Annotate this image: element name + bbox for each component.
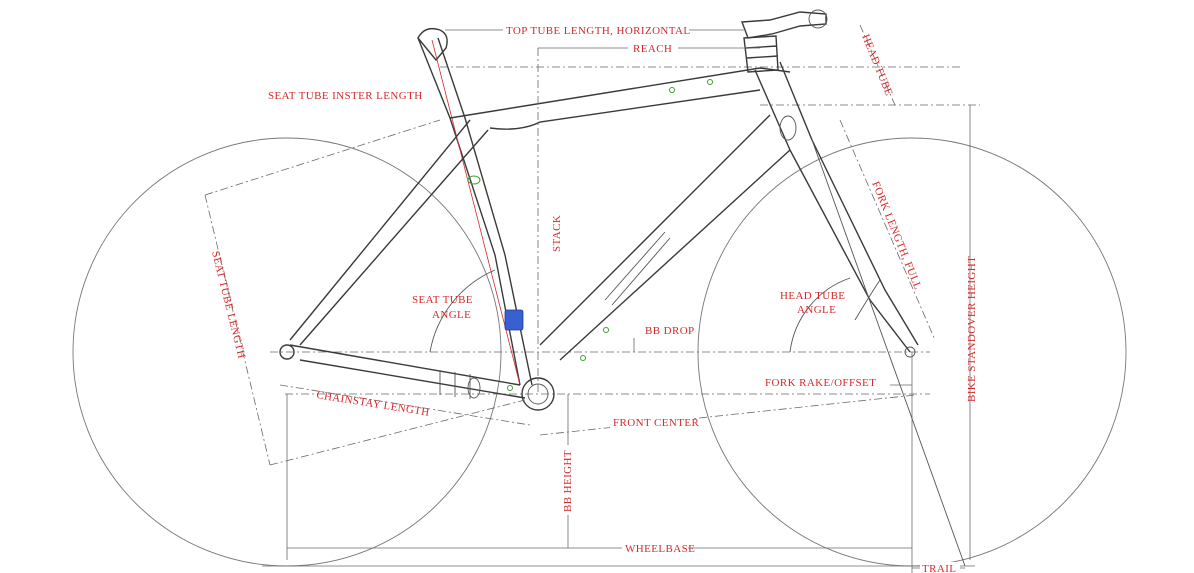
green-mark-4 — [580, 355, 586, 361]
label-reach: REACH — [633, 43, 672, 55]
chainstay-oval — [467, 377, 481, 399]
label-bike-standover-height: BIKE STANDOVER HEIGHT — [966, 256, 978, 402]
top-tube — [449, 67, 791, 119]
label-front-center: FRONT CENTER — [613, 417, 699, 429]
fork — [789, 139, 919, 353]
front-dropout — [904, 346, 916, 358]
label-bb-drop: BB DROP — [645, 325, 695, 337]
seat-tube-inner — [437, 37, 533, 386]
bottom-bracket — [521, 377, 555, 411]
dim-seat-tube — [204, 194, 271, 466]
rear-dropout — [279, 344, 295, 360]
label-wheelbase: WHEELBASE — [625, 543, 695, 555]
dim-chainstay — [279, 384, 531, 426]
top-tube-lower — [489, 89, 761, 130]
stem — [741, 11, 827, 39]
junction-box — [504, 309, 524, 331]
dim-front-center — [539, 394, 916, 436]
dim-seat-tube-top — [204, 119, 441, 196]
label-fork-rake-offset: FORK RAKE/OFFSET — [765, 377, 876, 389]
dim-fork-length — [839, 119, 936, 341]
seatpost-head — [417, 27, 448, 62]
green-mark-2 — [707, 79, 713, 85]
down-tube — [539, 114, 791, 361]
label-seat-tube-angle-1: SEAT TUBE — [412, 294, 473, 306]
green-mark-1 — [669, 87, 675, 93]
head-angle-arc — [789, 277, 851, 353]
label-seat-tube-angle-2: ANGLE — [432, 309, 471, 321]
label-seat-tube-insert-length: SEAT TUBE INSTER LENGTH — [268, 90, 423, 102]
label-seat-tube-length: SEAT TUBE LENGTH — [209, 250, 247, 360]
label-stack: STACK — [551, 215, 563, 252]
label-head-tube-angle-2: ANGLE — [797, 304, 836, 316]
label-head-tube: HEAD TUBE — [859, 33, 895, 98]
seat-tube — [417, 37, 521, 386]
dim-seat-tube-bot — [269, 399, 526, 466]
fork-blade — [854, 279, 881, 321]
downtube-bottle-slot — [604, 231, 671, 306]
label-bb-height: BB HEIGHT — [562, 450, 574, 512]
green-mark-3 — [603, 327, 609, 333]
head-badge — [779, 115, 797, 141]
dim-head-tube — [859, 24, 896, 106]
green-mark-5 — [507, 385, 513, 391]
bar-clamp — [808, 9, 828, 29]
seat-stay — [289, 119, 489, 346]
chain-stay — [289, 344, 526, 399]
green-mark-6 — [467, 175, 481, 185]
label-trail: TRAIL — [922, 563, 956, 573]
label-top-tube-length: TOP TUBE LENGTH, HORIZONTAL — [506, 25, 690, 37]
label-chainstay-length: CHAINSTAY LENGTH — [316, 389, 431, 419]
label-head-tube-angle-1: HEAD TUBE — [780, 290, 845, 302]
steer-axis-extension — [811, 139, 966, 567]
seat-tube-centerline — [431, 39, 521, 386]
head-tube — [754, 61, 813, 151]
seat-angle-arc — [429, 269, 496, 353]
